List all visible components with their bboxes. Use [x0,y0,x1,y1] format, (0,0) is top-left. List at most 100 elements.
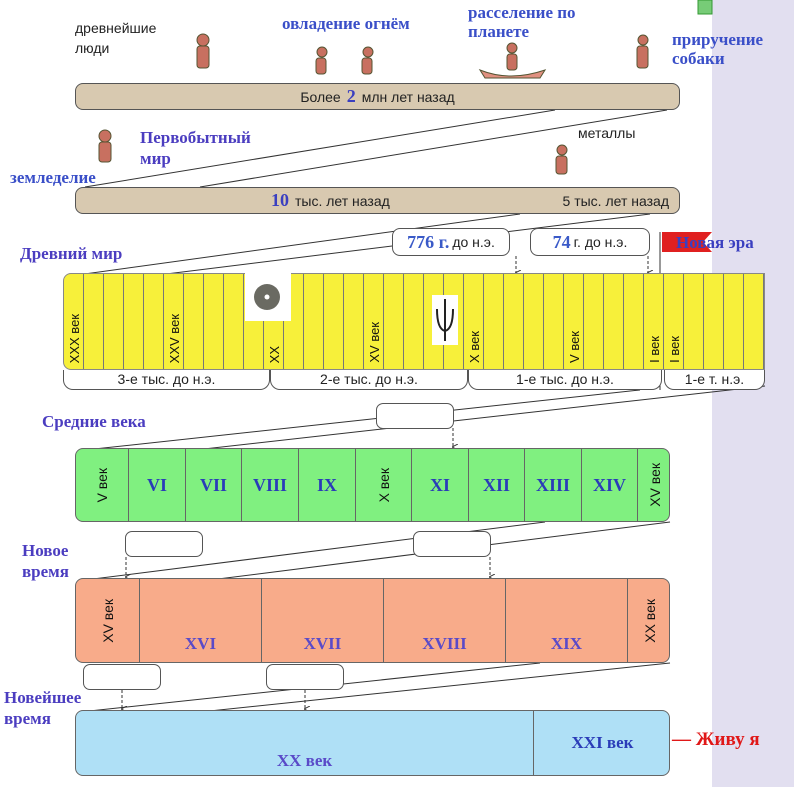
ancient-timeline-band: XXX век XXV век XX XV век X век V век I век I в… [63,273,765,370]
century-col [304,274,324,369]
century-label: VII [199,474,227,495]
century-col: XII [469,449,525,521]
century-col: V век [564,274,584,369]
century-col [284,274,304,369]
century-col [704,274,724,369]
century-col: VI [129,449,186,521]
century-col: XVI [140,579,262,662]
century-col: V век [76,449,129,521]
label-dog: приручение собаки [672,30,764,68]
empty-answer-box[interactable] [413,531,491,557]
century-label: XVI [184,634,217,653]
century-col [144,274,164,369]
century-col [404,274,424,369]
century-col: XV век [638,449,669,521]
century-col [604,274,624,369]
century-col: XVII [262,579,384,662]
millennium-label: 3-е тыс. до н.э. [63,370,270,390]
century-col: XIX [506,579,628,662]
callout-74-suffix: г. до н.э. [573,234,628,250]
century-col [484,274,504,369]
century-col [684,274,704,369]
century-label: XXX век [67,313,82,363]
figure-illustrations [98,33,649,175]
century-label: XV век [367,322,382,363]
century-col: XX [264,274,284,369]
century-col [84,274,104,369]
century-col [744,274,764,369]
century-col: XXI век [534,711,669,775]
trident-image [432,295,458,345]
millstone-image [254,284,280,310]
century-label: V век [94,467,110,503]
century-col: VIII [242,449,299,521]
callout-74-year: 74 [552,231,571,252]
century-col: XXV век [164,274,184,369]
century-label: IX [316,474,337,495]
band-2-million: Более 2 млн лет назад [75,83,680,110]
band-10-thousand: 10 тыс. лет назад 5 тыс. лет назад [75,187,680,214]
empty-answer-box[interactable] [83,664,161,690]
century-col [344,274,364,369]
callout-776-year: 776 г. [407,231,450,252]
label-ancient-people: древнейшие люди [75,20,157,56]
band2-label2: 5 тыс. лет назад [562,192,669,209]
century-col [504,274,524,369]
century-label: XIV [592,474,626,495]
century-label: I век [667,336,682,363]
band1-suffix: млн лет назад [361,88,455,105]
century-label: X век [375,467,392,503]
empty-answer-box[interactable] [376,403,454,429]
label-fire: овладение огнём [282,14,410,33]
century-col [624,274,644,369]
band2-number: 10 [271,190,289,210]
century-col [224,274,244,369]
label-farming: земледелие [10,168,96,187]
century-label: XXV век [167,313,182,363]
century-col: IX [299,449,356,521]
label-live-i: — Живу я [672,729,760,750]
century-col: X век [464,274,484,369]
title-primitive: Первобытный мир [140,128,251,168]
century-col: XVIII [384,579,506,662]
new-era-flag-icon [662,232,712,252]
band1-prefix: Более [300,88,341,105]
century-col: XV век [364,274,384,369]
label-metals: металлы [578,125,636,141]
empty-answer-box[interactable] [266,664,344,690]
century-col: XI [412,449,469,521]
century-label: XX век [641,598,658,643]
century-col [184,274,204,369]
century-col: XV век [76,579,140,662]
side-strip [712,0,794,787]
century-col [384,274,404,369]
callout-776-suffix: до н.э. [452,234,495,250]
century-label: X век [467,331,482,363]
century-label: XIII [535,474,570,495]
recent-band: XX век XXI век [75,710,670,776]
century-label: XIX [550,634,583,653]
empty-answer-box[interactable] [125,531,203,557]
label-settlement: расселение по планете [468,3,576,41]
century-col: X век [356,449,412,521]
century-col [244,274,264,369]
millennium-label: 1-е т. н.э. [664,370,765,390]
century-col: XIV [582,449,638,521]
century-col [524,274,544,369]
century-col [724,274,744,369]
century-col: I век [644,274,664,369]
callout-776: 776 г.до н.э. [392,228,510,256]
century-col [324,274,344,369]
century-label: XV век [646,463,663,507]
millennium-label: 2-е тыс. до н.э. [270,370,468,390]
century-col: VII [186,449,242,521]
century-col [444,274,464,369]
century-col: XIII [525,449,582,521]
century-label: I век [647,336,662,363]
century-label: XV век [99,598,116,643]
century-label: XVIII [422,634,467,653]
century-col [104,274,124,369]
title-modern: Новое время [22,541,69,581]
